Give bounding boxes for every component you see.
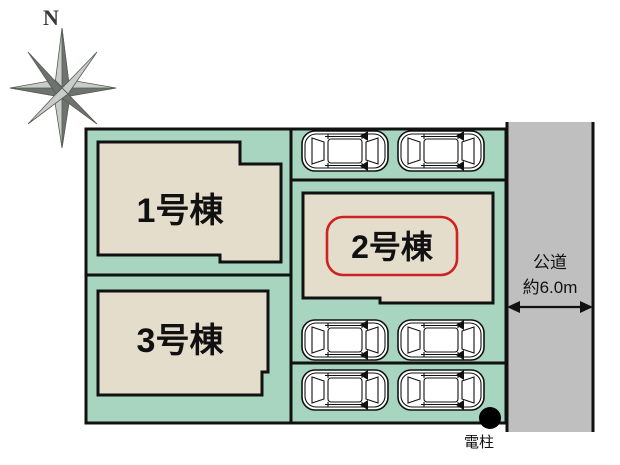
car-symbol[interactable]: [397, 130, 485, 172]
car-symbol[interactable]: [397, 319, 485, 361]
road-surface: [506, 122, 594, 432]
compass-point-northwest: [27, 51, 63, 95]
building-1-footprint[interactable]: [96, 140, 283, 264]
road-label-line1: 公道: [533, 253, 567, 272]
building-3[interactable]: 3号棟: [96, 289, 270, 397]
utility-pole-marker: [479, 407, 501, 429]
car-symbol[interactable]: [301, 130, 389, 172]
car-symbol[interactable]: [301, 369, 389, 411]
compass-north-label: N: [43, 5, 59, 30]
utility-pole: 電柱: [464, 407, 501, 451]
building-2-highlight-box: [325, 215, 459, 277]
road-width-dimension-arrow: [507, 301, 593, 313]
car-symbol[interactable]: [301, 319, 389, 361]
dimension-arrowhead-left: [507, 301, 520, 313]
building-1[interactable]: 1号棟: [96, 140, 283, 264]
utility-pole-label: 電柱: [464, 434, 494, 451]
dimension-arrowhead-right: [580, 301, 593, 313]
building-1-label: 1号棟: [137, 192, 225, 230]
road-label-line2: 約6.0m: [523, 278, 578, 297]
building-2[interactable]: 2号棟: [301, 191, 495, 305]
public-road: 公道 約6.0m: [505, 122, 595, 432]
north-arrow: N: [9, 5, 117, 149]
building-2-label: 2号棟: [351, 229, 434, 265]
building-3-footprint[interactable]: [96, 289, 270, 397]
building-3-label: 3号棟: [137, 322, 225, 360]
car-symbol[interactable]: [397, 369, 485, 411]
